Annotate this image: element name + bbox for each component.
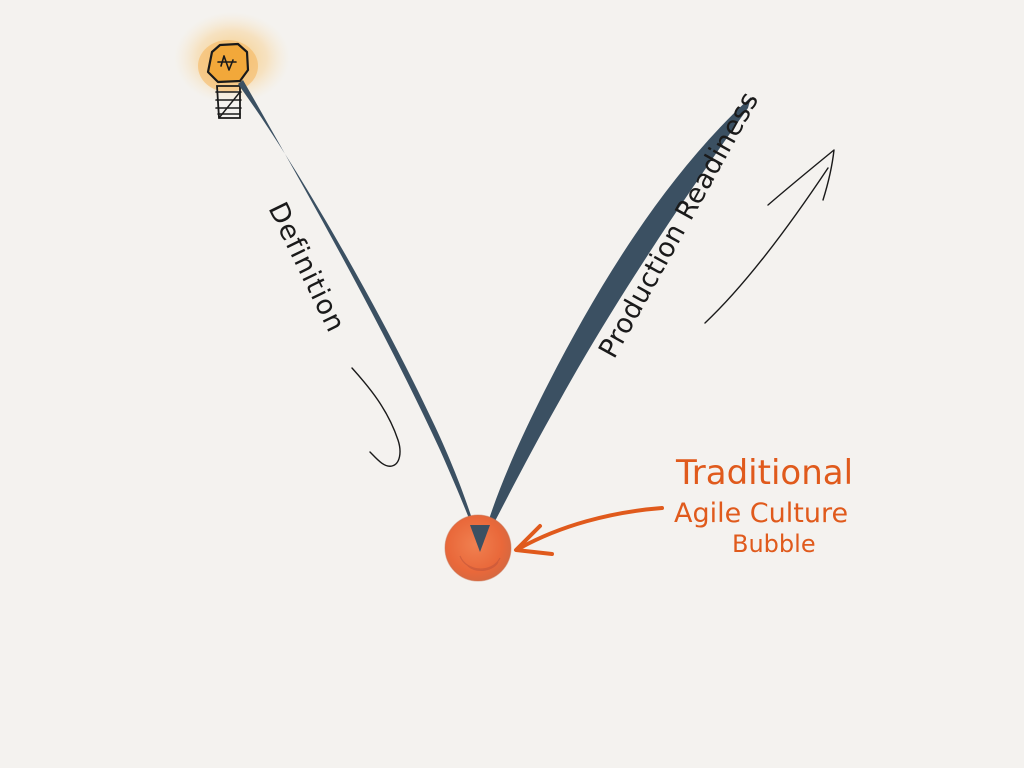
definition-arrow <box>351 367 401 467</box>
lightbulb-icon <box>174 12 290 119</box>
bubble-pointer-arrow <box>514 506 664 556</box>
bubble-label-line3: Bubble <box>732 530 816 558</box>
production-readiness-label: Production Readiness <box>593 86 765 363</box>
production-readiness-arrow <box>704 149 835 324</box>
bubble-dot-icon <box>444 514 512 582</box>
definition-arm <box>238 80 480 548</box>
bubble-label-line2: Agile Culture <box>674 498 848 529</box>
definition-label: Definition <box>262 197 352 337</box>
bubble-label-line1: Traditional <box>675 453 853 493</box>
